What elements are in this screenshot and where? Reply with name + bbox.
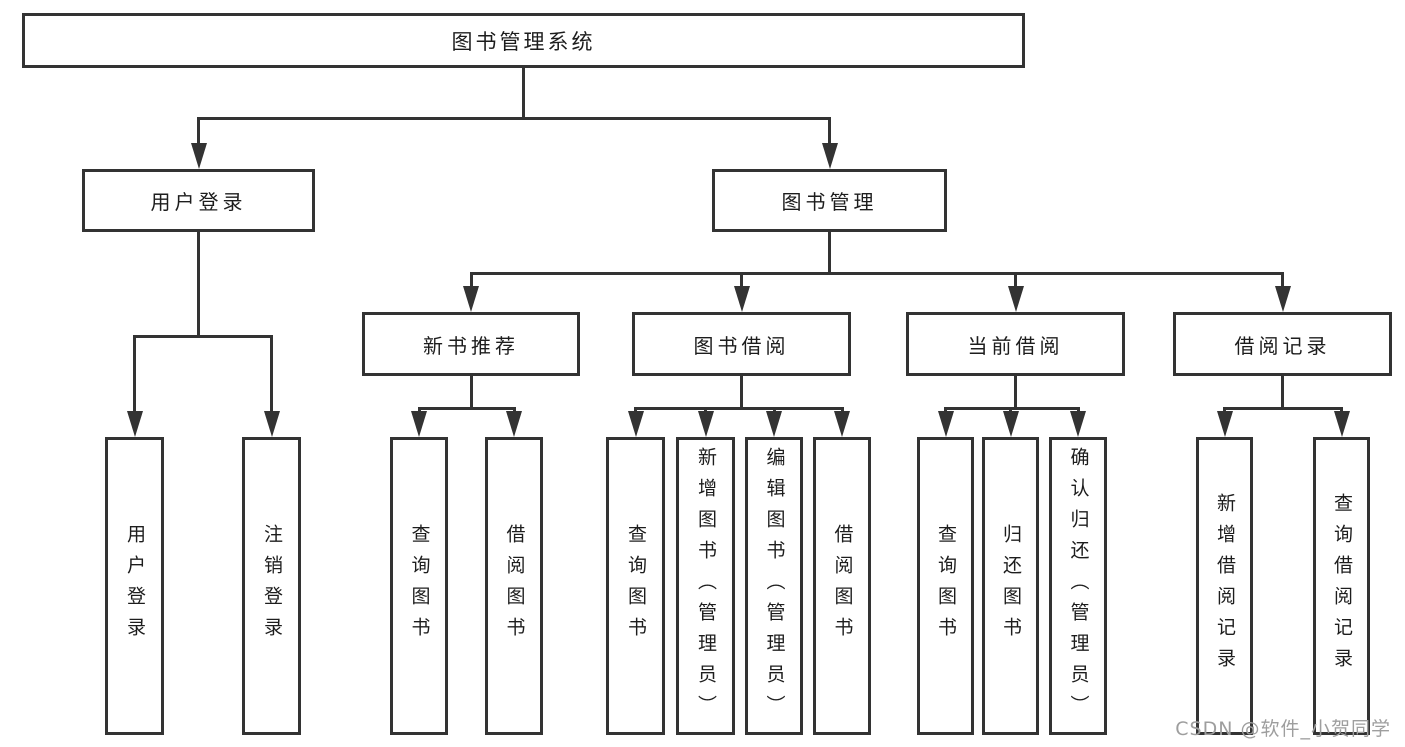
connector-line <box>197 116 831 120</box>
node-current: 当前借阅 <box>906 312 1125 376</box>
watermark: CSDN @软件_小贺同学 <box>1175 718 1391 740</box>
connector-line <box>197 232 200 336</box>
node-current-confirm: 确认归还（管理员） <box>1049 437 1107 735</box>
node-borrow: 图书借阅 <box>632 312 851 376</box>
arrow-down-icon <box>1002 411 1019 437</box>
node-borrow-edit: 编辑图书（管理员） <box>745 437 803 735</box>
node-label: 图书借阅 <box>693 333 790 358</box>
node-records-query: 查询借阅记录 <box>1313 437 1370 735</box>
node-label: 图书管理 <box>781 190 878 214</box>
node-records: 借阅记录 <box>1173 312 1392 376</box>
node-login-logout: 注销登录 <box>242 437 301 735</box>
connector-line <box>634 406 844 410</box>
arrow-down-icon <box>506 411 522 437</box>
connector-line <box>1014 376 1017 408</box>
node-current-return: 归还图书 <box>982 437 1039 735</box>
connector-line <box>133 334 273 338</box>
node-borrow-add: 新增图书（管理员） <box>676 437 735 735</box>
connector-line <box>1281 273 1284 292</box>
connector-line <box>828 118 831 149</box>
node-label: 借阅记录 <box>1234 333 1331 358</box>
node-borrow-lend: 借阅图书 <box>813 437 871 735</box>
node-label: 确认归还（管理员） <box>1067 446 1090 726</box>
node-rec-query: 查询图书 <box>390 437 448 735</box>
arrow-down-icon <box>627 411 644 437</box>
node-label: 借阅图书 <box>503 524 526 648</box>
node-label: 用户登录 <box>150 190 247 214</box>
node-login: 用户登录 <box>82 169 315 232</box>
arrow-down-icon <box>1333 411 1350 437</box>
arrow-down-icon <box>1274 286 1291 312</box>
node-label: 用户登录 <box>124 524 146 648</box>
node-label: 注销登录 <box>261 524 283 648</box>
node-borrow-query: 查询图书 <box>606 437 665 735</box>
connector-line <box>522 68 525 118</box>
arrow-down-icon <box>126 411 143 437</box>
arrow-down-icon <box>190 143 207 169</box>
connector-line <box>469 271 1284 275</box>
node-label: 新增借阅记录 <box>1214 493 1236 679</box>
node-records-add: 新增借阅记录 <box>1196 437 1253 735</box>
arrow-down-icon <box>1216 411 1233 437</box>
node-label: 查询借阅记录 <box>1331 493 1353 679</box>
connector-line <box>133 336 136 417</box>
node-label: 借阅图书 <box>831 524 854 648</box>
node-mgmt: 图书管理 <box>712 169 947 232</box>
node-label: 图书管理系统 <box>451 29 596 54</box>
node-rec: 新书推荐 <box>362 312 580 376</box>
node-label: 归还图书 <box>1000 524 1022 648</box>
connector-line <box>469 273 473 292</box>
node-label: 当前借阅 <box>967 333 1064 358</box>
connector-line <box>1223 406 1343 410</box>
arrow-down-icon <box>834 411 850 437</box>
arrow-down-icon <box>1007 286 1024 312</box>
arrow-down-icon <box>766 411 782 437</box>
connector-line <box>417 406 516 410</box>
node-label: 编辑图书（管理员） <box>763 446 786 726</box>
node-login-user: 用户登录 <box>105 437 164 735</box>
connector-line <box>1014 273 1017 292</box>
connector-line <box>740 376 743 408</box>
node-label: 查询图书 <box>408 524 431 648</box>
arrow-down-icon <box>821 143 838 169</box>
arrow-down-icon <box>697 411 714 437</box>
connector-line <box>1281 376 1284 408</box>
node-current-query: 查询图书 <box>917 437 974 735</box>
arrow-down-icon <box>1070 411 1086 437</box>
arrow-down-icon <box>463 286 479 312</box>
node-label: 查询图书 <box>935 524 957 648</box>
connector-line <box>469 376 473 408</box>
node-label: 查询图书 <box>625 524 647 648</box>
node-rec-borrow: 借阅图书 <box>485 437 543 735</box>
node-label: 新增图书（管理员） <box>695 446 717 726</box>
connector-line <box>270 336 273 417</box>
connector-line <box>197 118 200 149</box>
node-root: 图书管理系统 <box>22 13 1025 68</box>
arrow-down-icon <box>263 411 280 437</box>
arrow-down-icon <box>937 411 954 437</box>
connector-line <box>740 273 743 292</box>
connector-line <box>828 232 831 273</box>
arrow-down-icon <box>733 286 750 312</box>
arrow-down-icon <box>411 411 427 437</box>
node-label: 新书推荐 <box>423 333 519 358</box>
